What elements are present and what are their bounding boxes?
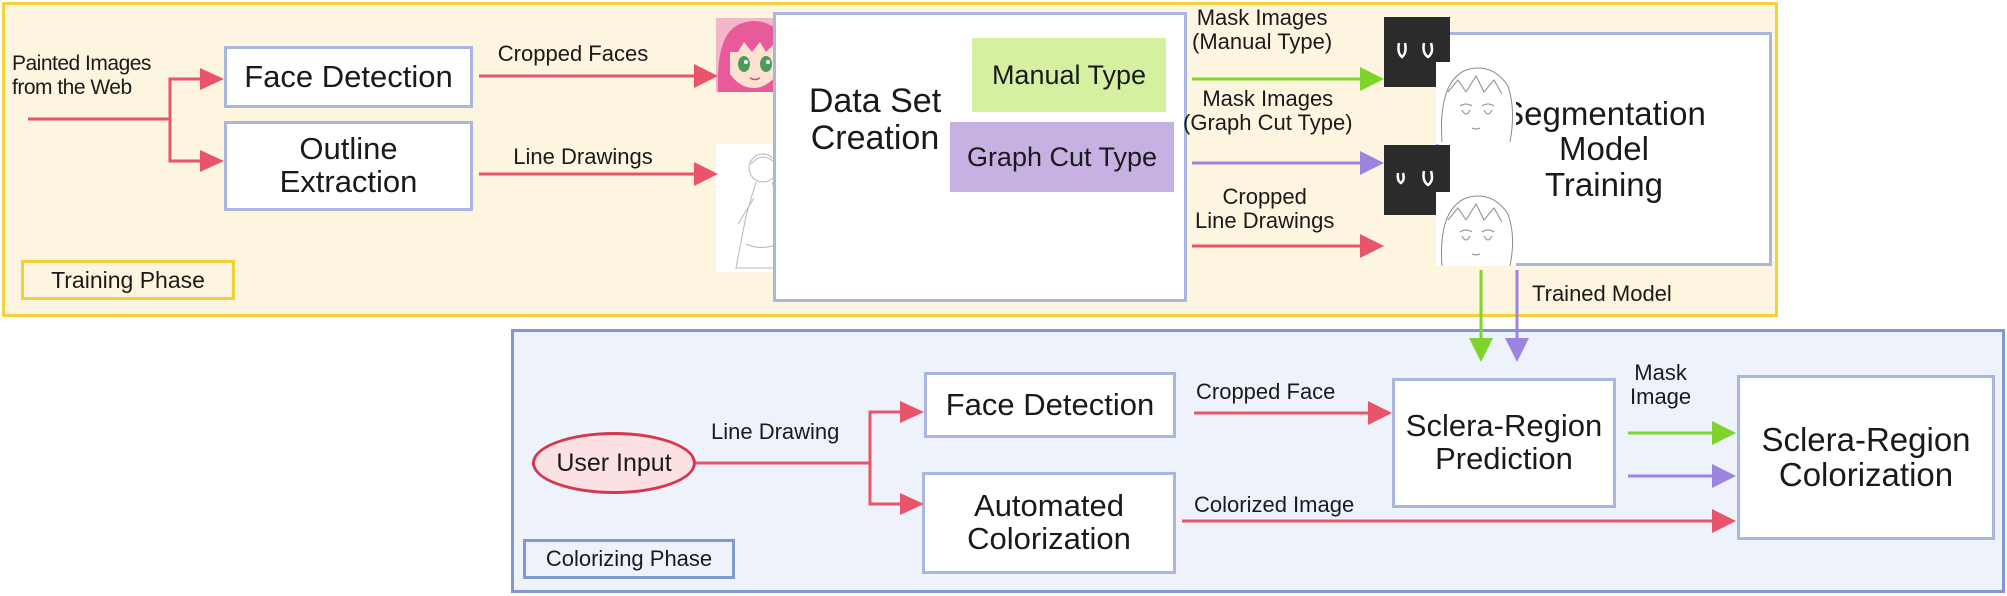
manual-type-label: Manual Type [991, 59, 1147, 90]
line-face-thumbnail-1 [1436, 62, 1516, 144]
arrowhead-colorized-image [1712, 509, 1736, 533]
arrowhead-colorizing-face-detection [900, 401, 924, 423]
user-input-label: User Input [556, 448, 672, 477]
graph-cut-type-label: Graph Cut Type [966, 141, 1158, 172]
line-drawings-label: Line Drawings [513, 144, 653, 169]
sclera-prediction-box: Sclera-Region Prediction [1392, 378, 1616, 508]
arrow-to-face-detection [168, 77, 200, 119]
arrowhead-cropped-face [1368, 401, 1392, 425]
outline-extraction-box: Outline Extraction [224, 121, 473, 211]
cropped-faces-label: Cropped Faces [497, 41, 649, 66]
outline-extraction-label: Outline Extraction [279, 131, 418, 199]
arrowhead-face-detection [200, 68, 224, 90]
arrowhead-outline-extraction [200, 150, 224, 172]
manual-type-box: Manual Type [972, 38, 1166, 112]
training-phase-tag: Training Phase [21, 260, 235, 300]
automated-colorization-label: Automated Colorization [967, 488, 1131, 556]
arrowhead-trained-purple [1505, 338, 1529, 362]
graph-cut-type-box: Graph Cut Type [950, 122, 1174, 192]
arrow-to-automated-colorization [868, 463, 900, 506]
line-drawing-label: Line Drawing [711, 419, 840, 444]
trained-model-label: Trained Model [1532, 281, 1672, 306]
arrowhead-mask-manual [1360, 67, 1384, 91]
sclera-colorization-box: Sclera-Region Colorization [1737, 375, 1995, 540]
segmentation-training-label: Segmentation Model Training [1502, 94, 1706, 203]
arrowhead-mask-green [1712, 421, 1736, 445]
arrowhead-automated-colorization [900, 493, 924, 515]
cropped-face-label: Cropped Face [1196, 379, 1336, 404]
sclera-colorization-label: Sclera-Region Colorization [1761, 420, 1971, 493]
arrow-to-colorizing-face-detection [868, 410, 900, 463]
arrowhead-line-drawings [694, 162, 718, 186]
painted-images-label: Painted Images from the Web [12, 52, 151, 100]
arrowhead-mask-purple [1712, 464, 1736, 488]
data-set-creation-label: Data Set Creation [808, 82, 942, 158]
cropped-line-drawings-label: Cropped Line Drawings [1195, 184, 1335, 234]
face-detection-label: Face Detection [244, 58, 453, 94]
mask-image-label: Mask Image [1630, 360, 1692, 410]
face-detection-box: Face Detection [224, 46, 473, 108]
colorizing-face-detection-box: Face Detection [924, 372, 1176, 438]
colorized-image-label: Colorized Image [1194, 492, 1355, 517]
line-face-thumbnail-2 [1436, 192, 1516, 266]
arrowhead-cropped-line-drawings [1360, 234, 1384, 258]
colorizing-phase-label: Colorizing Phase [545, 546, 713, 571]
cropped-face-thumbnail [716, 18, 792, 92]
segmentation-training-box: Segmentation Model Training [1436, 32, 1772, 266]
mask-images-manual-label: Mask Images (Manual Type) [1192, 5, 1333, 55]
arrow-to-outline-extraction [168, 119, 200, 163]
sclera-prediction-label: Sclera-Region Prediction [1405, 408, 1603, 476]
arrowhead-cropped-faces [694, 64, 718, 88]
automated-colorization-box: Automated Colorization [922, 472, 1176, 574]
arrowhead-trained-green [1469, 338, 1493, 362]
arrowhead-mask-graphcut [1360, 151, 1384, 175]
colorizing-phase-tag: Colorizing Phase [523, 539, 735, 579]
mask-images-graphcut-label: Mask Images (Graph Cut Type) [1183, 86, 1353, 136]
colorizing-face-detection-label: Face Detection [945, 386, 1155, 422]
user-input-node: User Input [532, 432, 696, 494]
training-phase-label: Training Phase [51, 266, 205, 293]
